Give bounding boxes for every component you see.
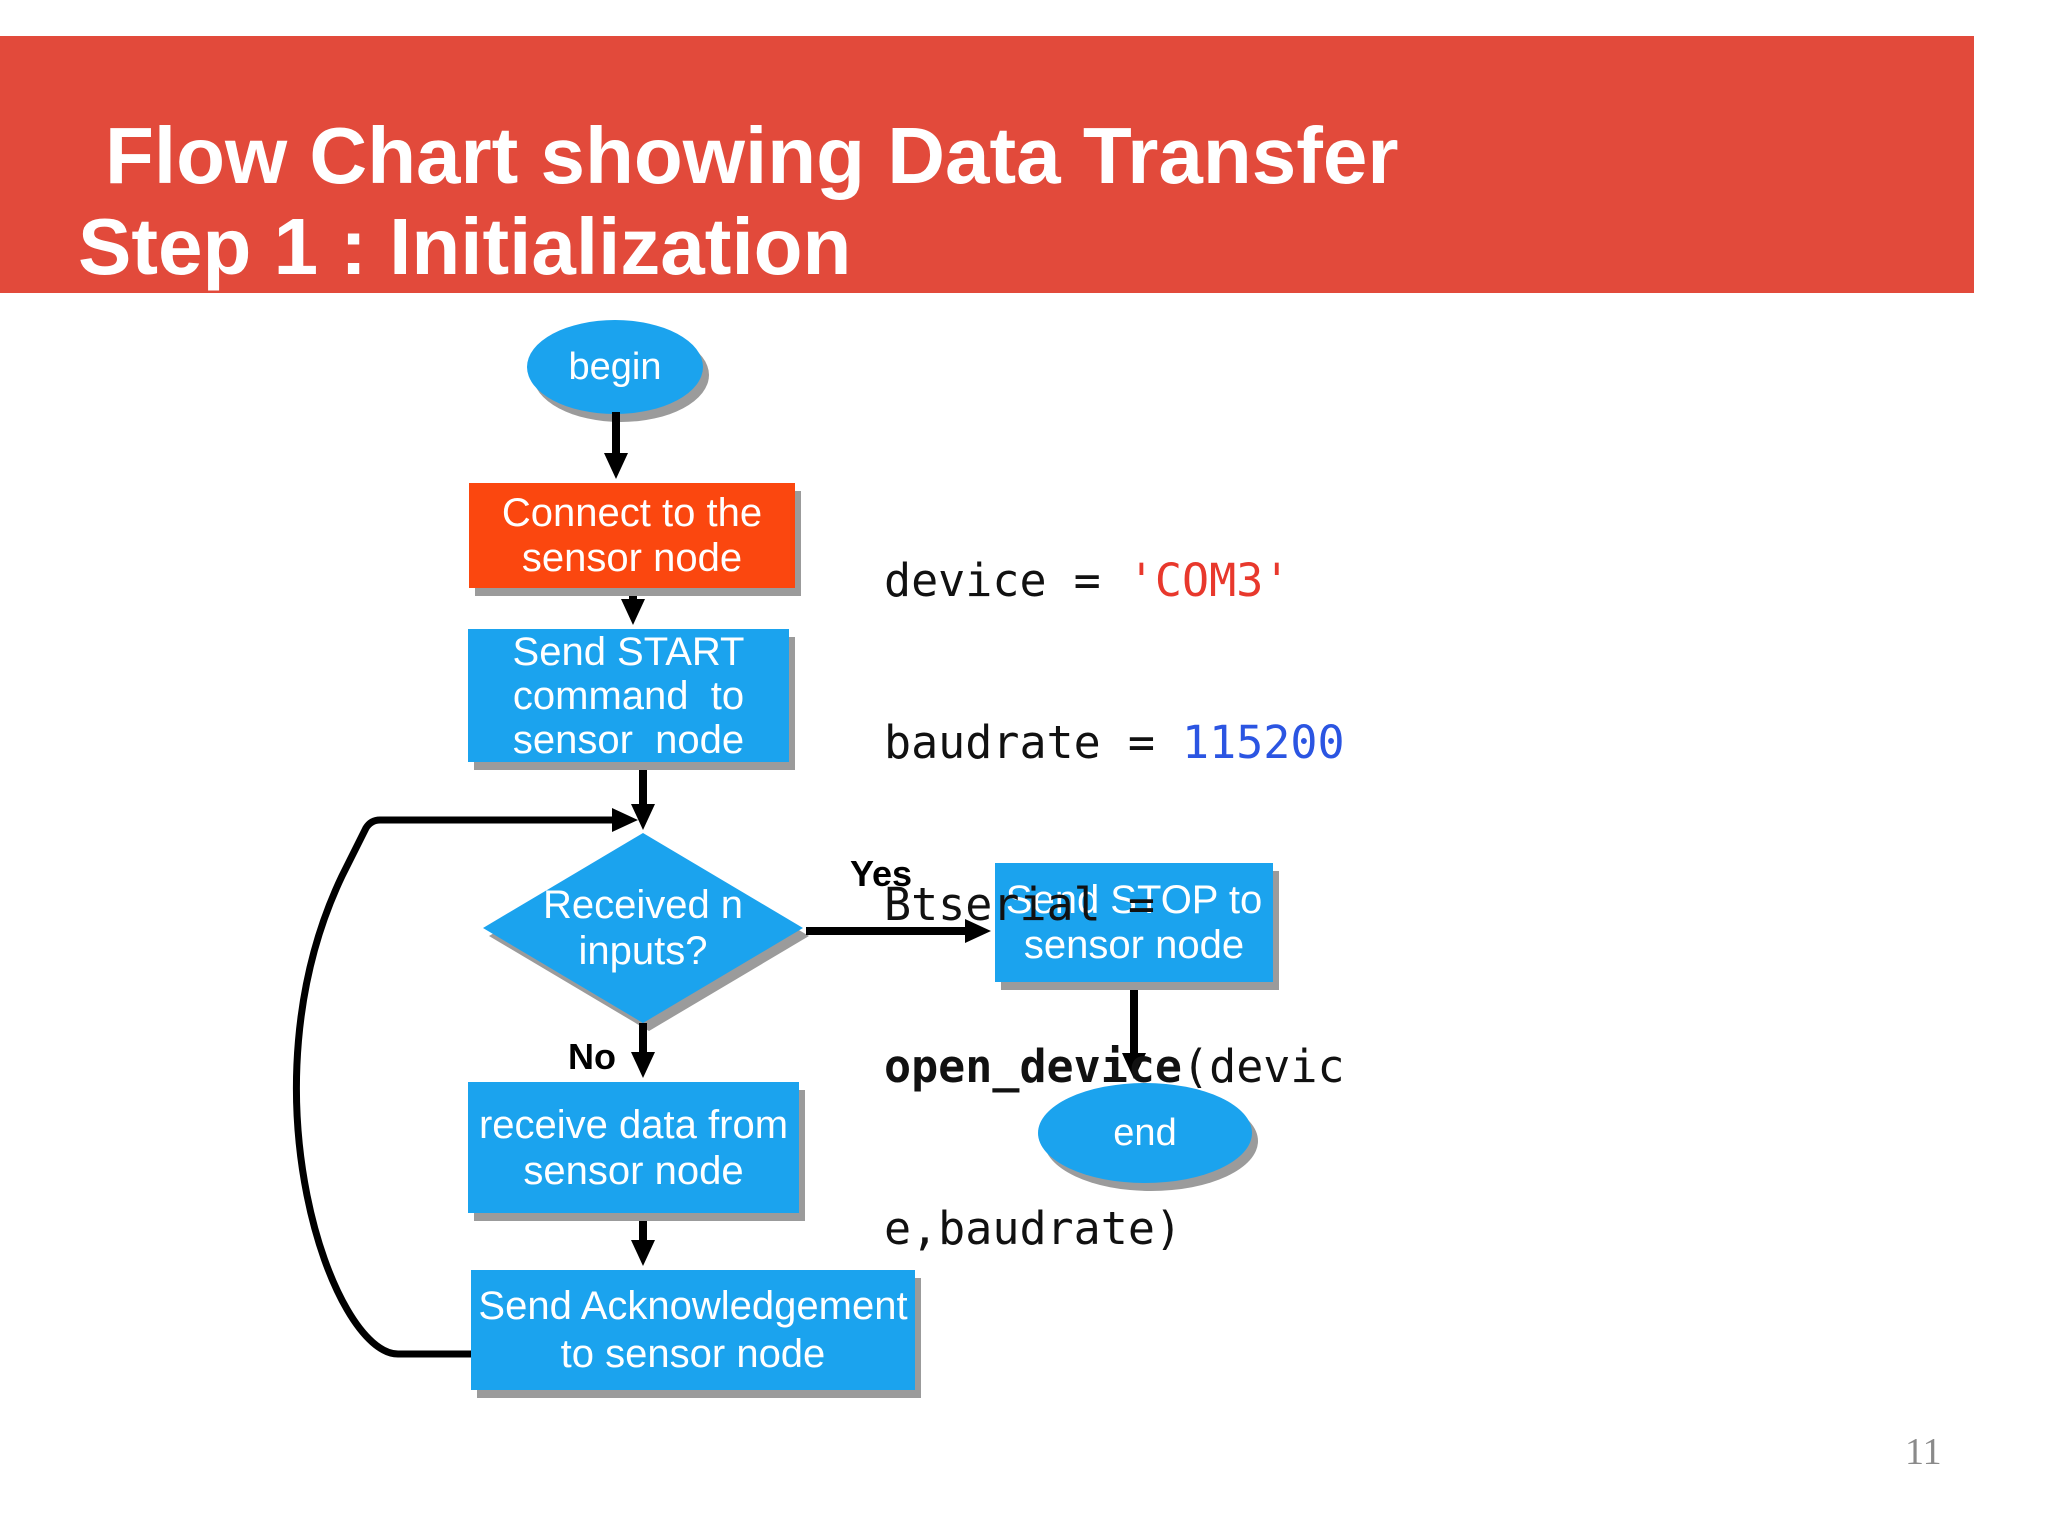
begin-label: begin <box>568 346 662 388</box>
decision-line1: Received n <box>542 883 744 927</box>
node-connect-line1: Connect to the <box>501 490 763 535</box>
code-string-com3: 'COM3' <box>1127 554 1291 607</box>
end-terminator <box>1038 1083 1252 1183</box>
code-line-3: Btserial = <box>884 878 1155 931</box>
slide-title-line2: Step 1 : Initialization <box>78 202 852 291</box>
node-receive-data: receive data from sensor node <box>468 1082 799 1213</box>
node-ack-line2: to sensor node <box>560 1332 826 1376</box>
code-snippet: device = 'COM3' baudrate = 115200 Btseri… <box>884 446 1345 1364</box>
begin-terminator <box>527 320 703 414</box>
node-start-line3: sensor node <box>512 717 745 762</box>
code-open-device-call: open_device <box>884 1040 1183 1093</box>
node-stop-line2: sensor node <box>1023 922 1245 967</box>
node-connect-to-sensor: Connect to the sensor node <box>469 483 795 588</box>
arrow-loop-ack-to-decision <box>292 808 638 1358</box>
node-send-start: Send START command to sensor node <box>468 629 789 762</box>
decision-line2: inputs? <box>578 929 708 973</box>
code-line-2: baudrate = 115200 <box>884 716 1345 769</box>
code-line-5: e,baudrate) <box>884 1202 1183 1255</box>
node-ack-line1: Send Acknowledgement <box>478 1284 908 1328</box>
code-line-4: open_device(devic <box>884 1040 1345 1093</box>
page-number: 11 <box>1905 1431 1942 1473</box>
decision-label: Received n inputs? <box>483 833 803 1023</box>
code-number-baudrate: 115200 <box>1182 716 1345 769</box>
no-branch-label: No <box>568 1036 616 1077</box>
slide-title-line1: Flow Chart showing Data Transfer <box>105 111 1399 200</box>
code-line-1: device = 'COM3' <box>884 554 1291 607</box>
node-receive-line2: sensor node <box>523 1148 744 1193</box>
decision-diamond <box>483 833 803 1023</box>
yes-branch-label: Yes <box>850 853 913 894</box>
node-stop-line1: Send STOP to <box>1005 877 1263 922</box>
node-start-line1: Send START <box>512 629 745 674</box>
node-receive-line1: receive data from <box>478 1102 789 1147</box>
node-send-ack: Send Acknowledgement to sensor node <box>471 1270 915 1390</box>
end-label: end <box>1113 1112 1177 1154</box>
slide-header-bar: Flow Chart showing Data Transfer Step 1 … <box>0 36 1974 293</box>
node-send-stop: Send STOP to sensor node <box>995 863 1273 982</box>
node-start-line2: command to <box>512 673 745 718</box>
node-connect-line2: sensor node <box>521 535 743 580</box>
